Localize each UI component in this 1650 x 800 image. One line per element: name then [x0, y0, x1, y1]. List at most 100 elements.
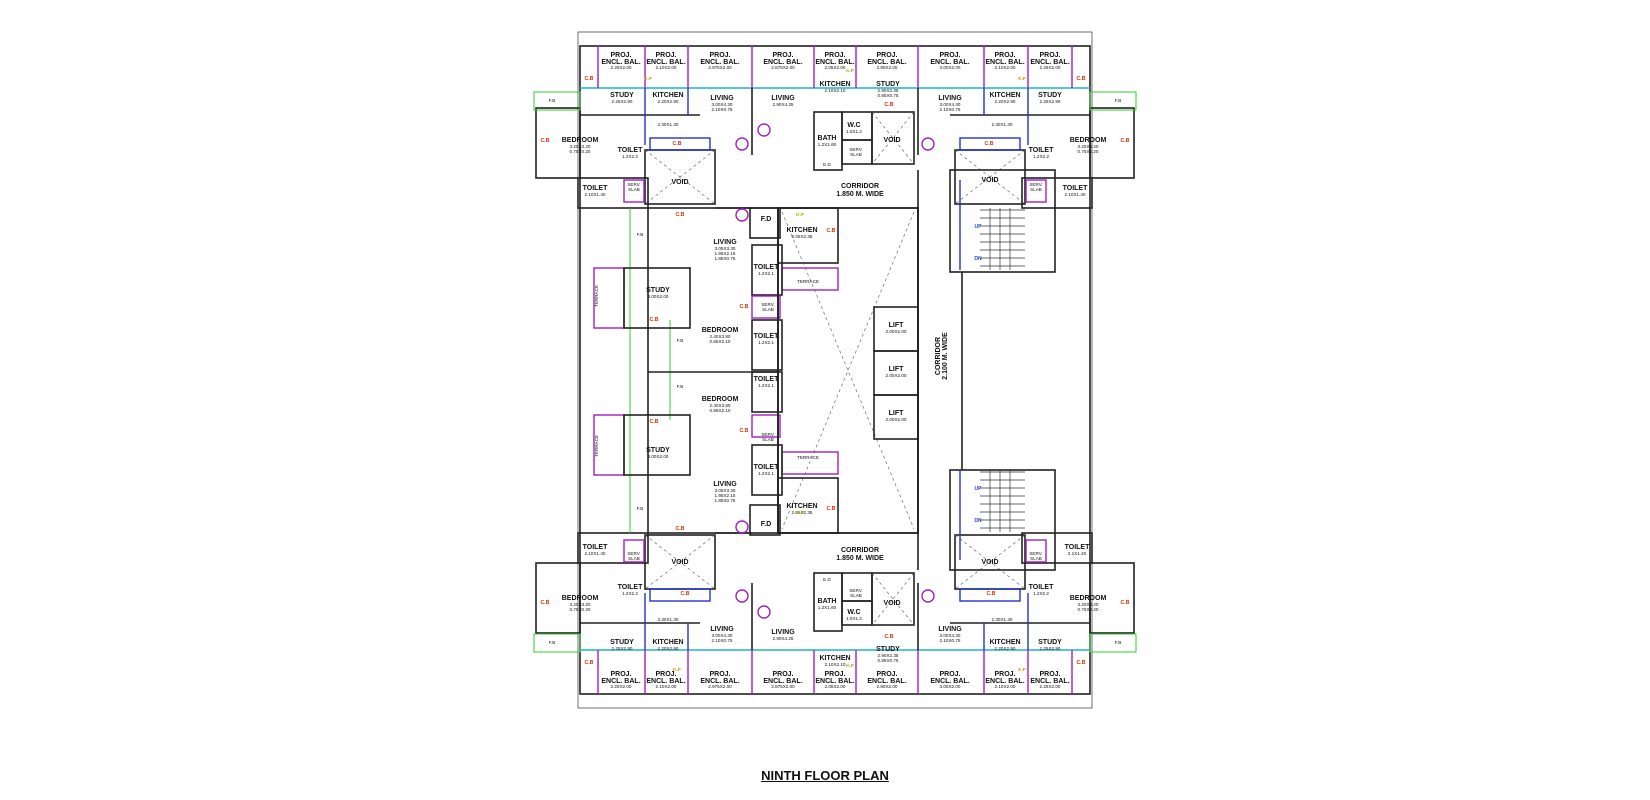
- bal-b3-label: PROJ.ENCL. BAL.: [700, 671, 739, 685]
- bath-b-dim: 1.2X1.60: [818, 605, 837, 610]
- cb-tag-4: C.B: [676, 212, 685, 218]
- toilet-bl2-label: TOILET: [583, 544, 608, 551]
- corridor-side: CORRIDOR2.100 M. WIDE: [935, 332, 949, 380]
- study-bl-dim: 2.25X2.90: [612, 646, 633, 651]
- fb-tag-4: F.B: [637, 232, 644, 237]
- bal-7-dim: 3.00X2.00: [940, 65, 961, 70]
- bedroom-bl-label: BEDROOM: [562, 595, 599, 602]
- kp-tag-7: K.P: [1018, 667, 1026, 672]
- cb-tag-2: C.B: [673, 141, 682, 147]
- kitchen-bc-label: KITCHEN: [819, 655, 850, 662]
- bal-b7-dim: 3.00X2.00: [940, 684, 961, 689]
- lift-1-label: LIFT: [889, 322, 904, 329]
- toilet-tr2-dim: 2.10X1.40: [1065, 192, 1086, 197]
- cb-tag-11: C.B: [827, 506, 836, 512]
- living-m2-label: LIVING: [713, 481, 737, 488]
- cb-tag-17: C.B: [885, 634, 894, 640]
- study-bc-label: STUDY: [876, 646, 900, 653]
- lift-1-dim: 2.00X2.00: [886, 329, 907, 334]
- study-m1-label: STUDY: [646, 287, 670, 294]
- fd-m2: F.D: [761, 521, 772, 528]
- living-br-label: LIVING: [938, 626, 962, 633]
- cb-tag-3: C.B: [985, 141, 994, 147]
- toilet-tl2-dim: 2.10X1.40: [585, 192, 606, 197]
- bath-t-label: BATH: [818, 135, 837, 142]
- bal-3-dim: 2.975X2.00: [708, 65, 732, 70]
- bedroom-m2-label: BEDROOM: [702, 396, 739, 403]
- living-bc-label: LIVING: [771, 629, 795, 636]
- serv-bl: SERV.SLAB: [627, 551, 640, 561]
- bal-6-label: PROJ.ENCL. BAL.: [867, 52, 906, 66]
- toilet-m1-label: TOILET: [754, 264, 779, 271]
- toilet-tl2-label: TOILET: [583, 185, 608, 192]
- corridor-bot-dim: 1.850 M. WIDE: [836, 555, 884, 562]
- wc-b-label: W.C: [847, 609, 860, 616]
- bal-b3-dim: 2.975X2.00: [708, 684, 732, 689]
- wc-t-label: W.C: [847, 122, 860, 129]
- toilet-br-label: TOILET: [1029, 584, 1054, 591]
- dim-tl: 2.30X1.30: [658, 122, 679, 127]
- cb-tag-15: C.B: [585, 660, 594, 666]
- void-tr-label: VOID: [981, 177, 998, 184]
- ed-t: E.D: [823, 162, 831, 167]
- bal-b5-dim: 2.05X2.00: [825, 684, 846, 689]
- kitchen-m2-dim: 2.05X2.35: [792, 510, 813, 515]
- living-bc-dim: 2.90X4.25: [773, 636, 794, 641]
- kp-tag-1: K.P: [846, 68, 854, 73]
- toilet-m4-label: TOILET: [754, 464, 779, 471]
- kp-tag-4: K.P: [796, 510, 804, 515]
- study-m2-dim: 3.00X2.00: [648, 454, 669, 459]
- bal-b6-label: PROJ.ENCL. BAL.: [867, 671, 906, 685]
- study-m2-label: STUDY: [646, 447, 670, 454]
- bal-b4-label: PROJ.ENCL. BAL.: [763, 671, 802, 685]
- bal-b2-dim: 2.10X2.00: [656, 684, 677, 689]
- fb-tag-5: F.B: [677, 338, 684, 343]
- kp-tag-0: K.P: [644, 76, 652, 81]
- lift-2-label: LIFT: [889, 366, 904, 373]
- plan-title: NINTH FLOOR PLAN: [761, 768, 889, 783]
- toilet-tl-dim: 1.2X2.2: [622, 154, 638, 159]
- bedroom-br-label: BEDROOM: [1070, 595, 1107, 602]
- kitchen-tr-label: KITCHEN: [989, 92, 1020, 99]
- cb-tag-0: C.B: [585, 76, 594, 82]
- toilet-tr2-label: TOILET: [1063, 185, 1088, 192]
- bal-b9-label: PROJ.ENCL. BAL.: [1030, 671, 1069, 685]
- kitchen-br-label: KITCHEN: [989, 639, 1020, 646]
- living-bl-label: LIVING: [710, 626, 734, 633]
- cb-tag-10: C.B: [827, 228, 836, 234]
- serv-br: SERV.SLAB: [1029, 551, 1042, 561]
- study-tr-dim: 2.25X2.90: [1040, 99, 1061, 104]
- bedroom-tr-label: BEDROOM: [1070, 137, 1107, 144]
- cb-tag-14: C.B: [987, 591, 996, 597]
- cb-tag-16: C.B: [1077, 660, 1086, 666]
- kitchen-m1-dim: 2.05X2.35: [792, 234, 813, 239]
- kitchen-br-dim: 2.20X2.90: [995, 646, 1016, 651]
- fb-tag-6: F.B: [677, 384, 684, 389]
- bal-b6-dim: 2.80X2.00: [877, 684, 898, 689]
- fb-tag-0: F.B: [549, 98, 556, 103]
- cb-tag-12: C.B: [885, 102, 894, 108]
- serv-m1: SERV.SLAB: [761, 302, 774, 312]
- kitchen-tl-dim: 2.20X2.90: [658, 99, 679, 104]
- toilet-tr-label: TOILET: [1029, 147, 1054, 154]
- cb-tag-7: C.B: [650, 419, 659, 425]
- bal-7-label: PROJ.ENCL. BAL.: [930, 52, 969, 66]
- study-tl-dim: 2.25X2.90: [612, 99, 633, 104]
- bottom-balcony-walls: [597, 650, 1073, 694]
- cb-tag-5: C.B: [676, 526, 685, 532]
- toilet-bl-dim: 1.2X2.2: [622, 591, 638, 596]
- living-tl-label: LIVING: [710, 95, 734, 102]
- ed-b: E.D: [823, 577, 831, 582]
- bal-b7-label: PROJ.ENCL. BAL.: [930, 671, 969, 685]
- bal-5-label: PROJ.ENCL. BAL.: [815, 52, 854, 66]
- bal-9-label: PROJ.ENCL. BAL.: [1030, 52, 1069, 66]
- terrace-m2: TERRACE: [797, 455, 819, 460]
- bal-3-label: PROJ.ENCL. BAL.: [700, 52, 739, 66]
